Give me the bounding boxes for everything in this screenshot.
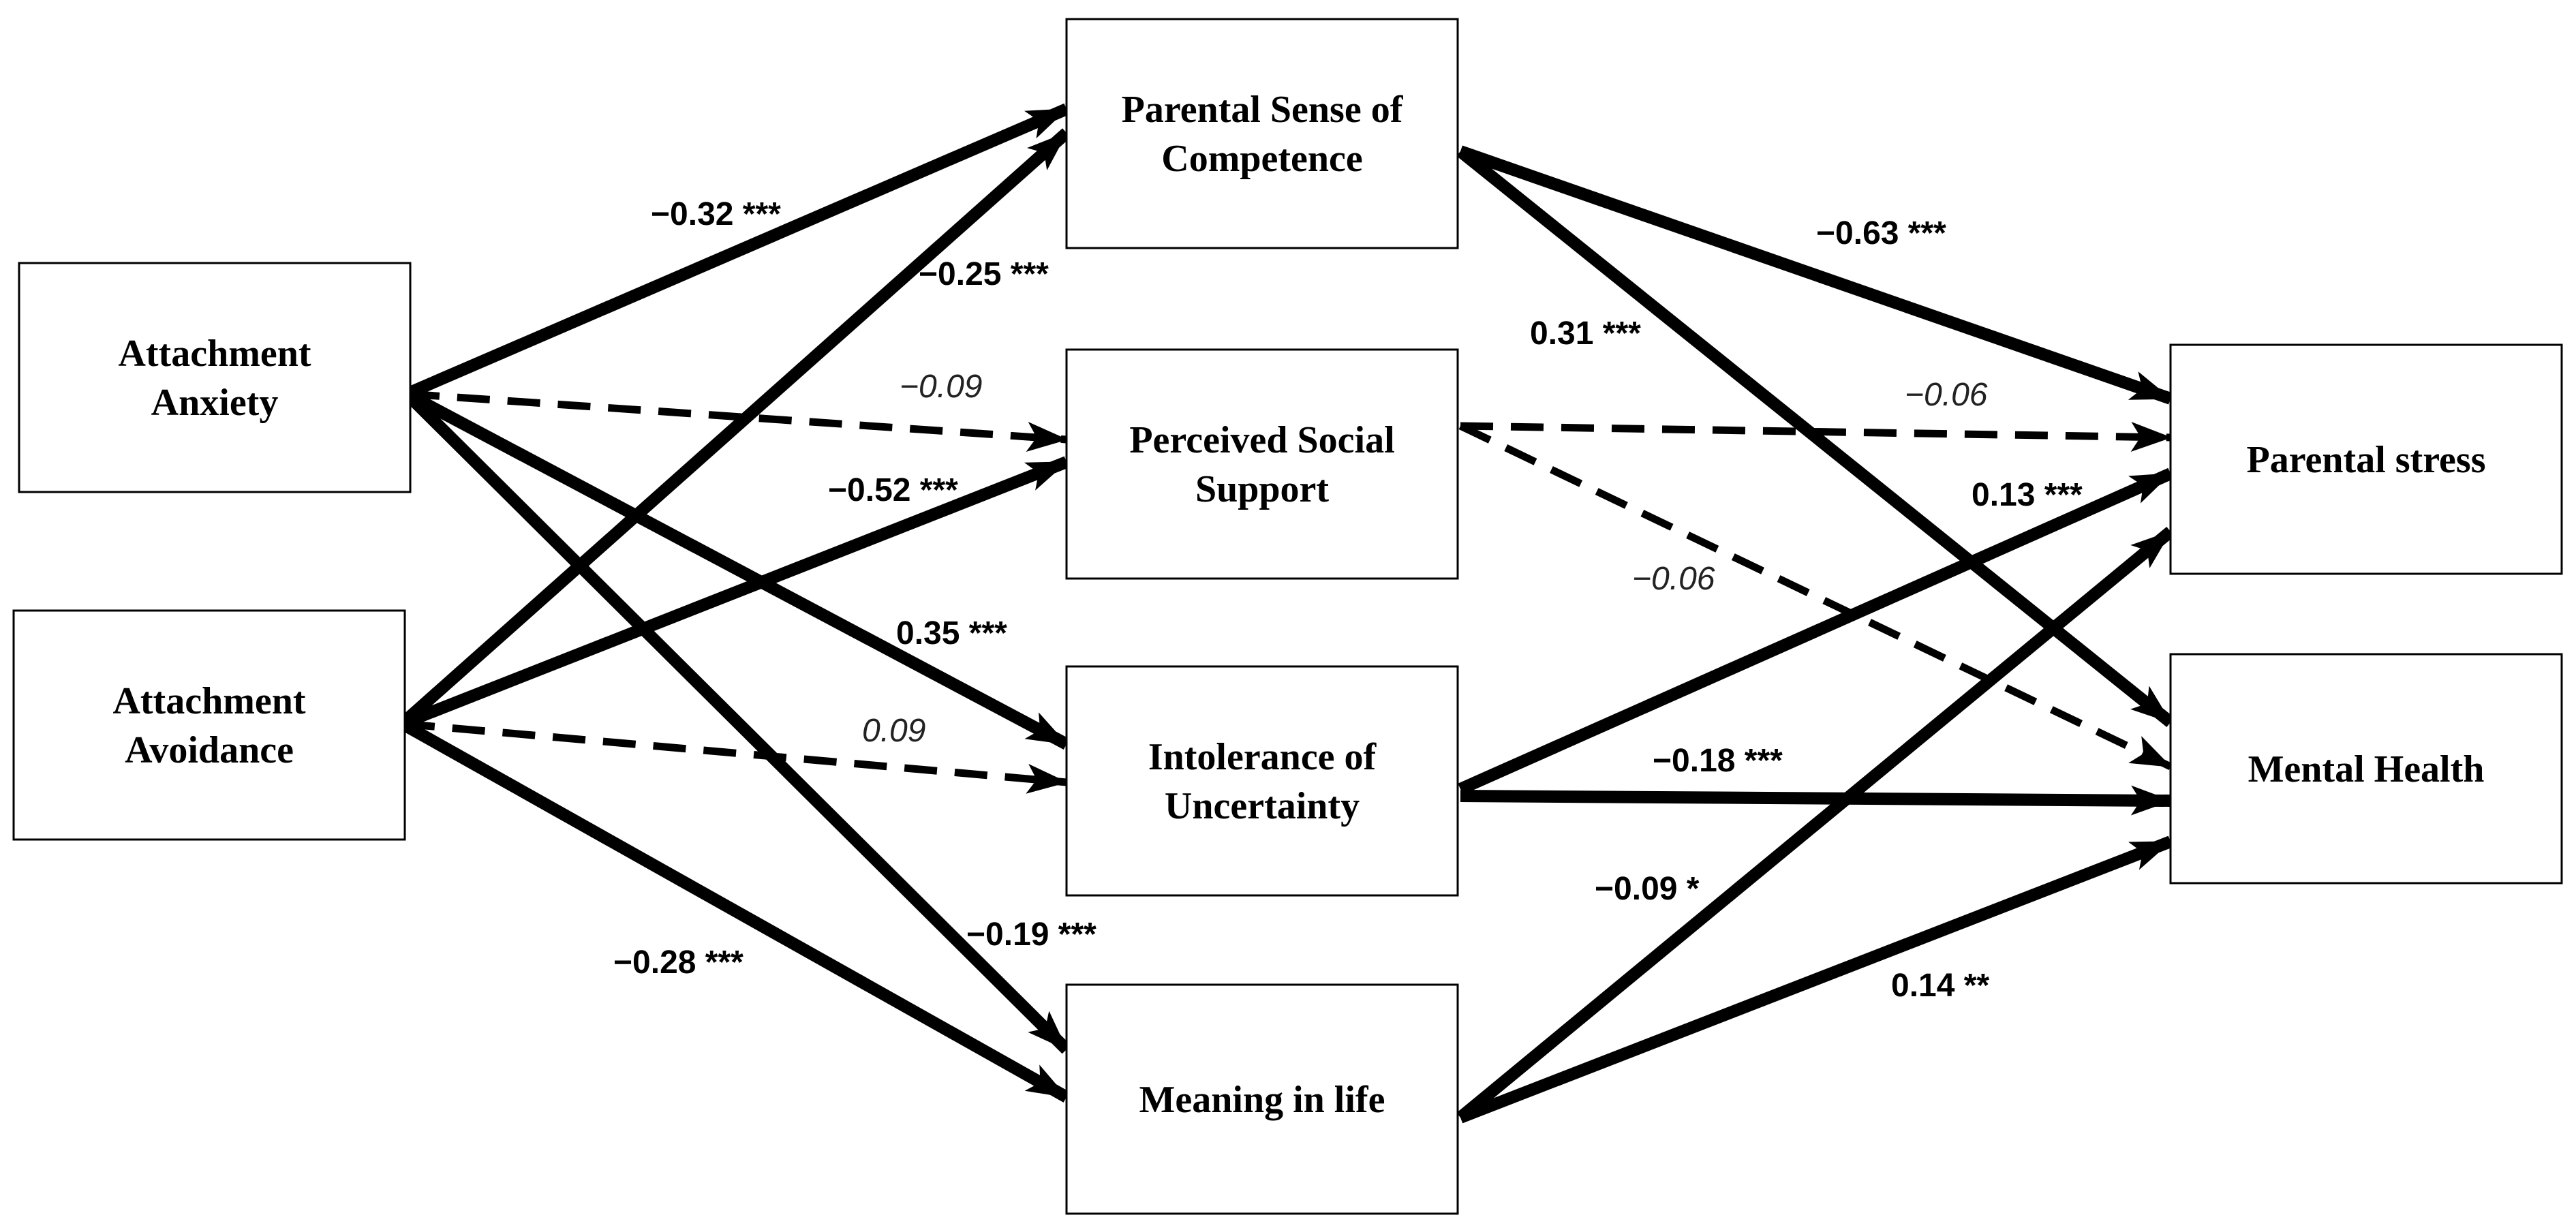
path-arrow-attachment-avoidance-to-social-support xyxy=(399,456,1069,730)
path-coefficient-label: −0.09 xyxy=(900,369,982,405)
path-coefficient-label: −0.28 *** xyxy=(613,944,743,981)
path-coefficient-label: −0.25 *** xyxy=(919,256,1049,292)
path-coefficient-label: −0.18 *** xyxy=(1653,743,1783,779)
path-arrow-social-support-to-parental-stress xyxy=(1460,422,2172,452)
node-label: Meaning in life xyxy=(1139,1079,1385,1121)
path-arrow-parental-competence-to-parental-stress xyxy=(1458,145,2173,405)
node-label: Uncertainty xyxy=(1165,785,1360,827)
node-intolerance-uncertainty: Intolerance of Uncertainty xyxy=(1065,665,1459,897)
path-coefficient-label: 0.31 *** xyxy=(1530,316,1641,352)
path-coefficient-label: 0.14 ** xyxy=(1891,968,1989,1004)
path-arrow-attachment-avoidance-to-intolerance-uncertainty xyxy=(401,720,1068,794)
node-label: Perceived Social xyxy=(1129,419,1394,461)
paths-layer xyxy=(398,103,2175,1124)
path-arrow-meaning-in-life-to-mental-health xyxy=(1458,835,2173,1124)
node-label: Parental Sense of xyxy=(1122,89,1404,131)
path-coefficient-label: 0.35 *** xyxy=(896,615,1007,651)
nodes-layer: AttachmentAnxietyAttachmentAvoidancePare… xyxy=(12,18,2563,1215)
path-arrow-attachment-anxiety-to-intolerance-uncertainty xyxy=(403,388,1070,750)
node-mental-health: Mental Health xyxy=(2169,653,2563,885)
labels-layer: −0.32 *** −0.09 0.35 *** −0.19 *** −0.25 ***… xyxy=(613,196,2083,1004)
path-arrow-intolerance-uncertainty-to-parental-stress xyxy=(1458,467,2173,795)
node-label: Parental stress xyxy=(2247,439,2486,481)
path-arrow-intolerance-uncertainty-to-mental-health xyxy=(1460,785,2172,816)
path-arrow-attachment-avoidance-to-meaning-in-life xyxy=(399,718,1070,1103)
path-coefficient-label: −0.32 *** xyxy=(651,196,781,232)
path-arrow-attachment-avoidance-to-parental-competence xyxy=(398,128,1071,728)
path-arrow-attachment-anxiety-to-meaning-in-life xyxy=(402,389,1071,1054)
path-coefficient-label: −0.52 *** xyxy=(828,472,958,508)
node-label: Competence xyxy=(1161,138,1362,180)
path-arrow-attachment-anxiety-to-social-support xyxy=(406,390,1068,452)
path-coefficient-label: 0.09 xyxy=(862,713,925,749)
path-coefficient-label: 0.13 *** xyxy=(1972,477,2083,513)
path-coefficient-label: −0.06 xyxy=(1905,377,1988,413)
path-arrow-attachment-anxiety-to-parental-competence xyxy=(404,103,1069,400)
path-coefficient-label: −0.63 *** xyxy=(1816,215,1946,251)
node-parental-competence: Parental Sense of Competence xyxy=(1065,18,1459,249)
node-meaning-in-life: Meaning in life xyxy=(1065,983,1459,1215)
node-label: Mental Health xyxy=(2248,748,2485,790)
node-label: Attachment xyxy=(112,680,305,722)
node-label: Avoidance xyxy=(125,729,294,771)
path-coefficient-label: −0.06 xyxy=(1632,561,1715,597)
node-parental-stress: Parental stress xyxy=(2169,343,2563,575)
path-arrow-meaning-in-life-to-parental-stress xyxy=(1456,527,2175,1122)
node-label: Intolerance of xyxy=(1148,736,1377,778)
path-coefficient-label: −0.19 *** xyxy=(966,917,1097,953)
node-label: Anxiety xyxy=(151,382,279,424)
path-arrow-social-support-to-mental-health xyxy=(1458,422,2173,770)
node-label: Support xyxy=(1195,468,1329,510)
path-coefficient-label: −0.09 * xyxy=(1595,871,1700,907)
node-label: Attachment xyxy=(118,333,311,375)
